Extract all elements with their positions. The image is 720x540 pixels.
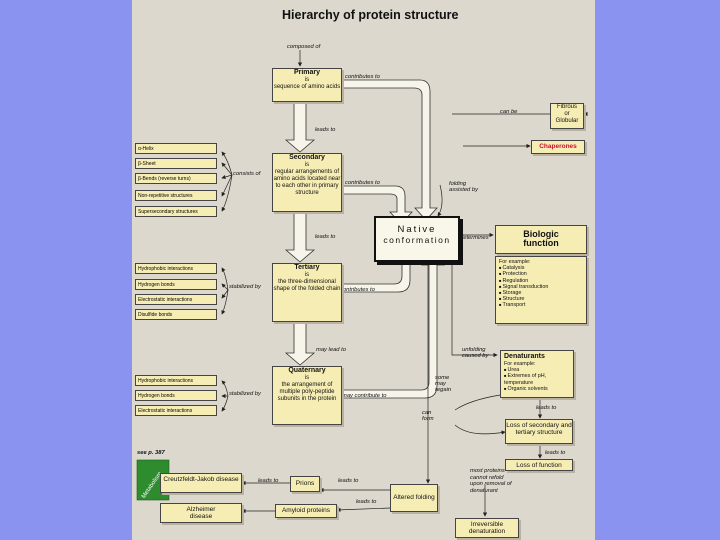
contributes-to-label: contributes to — [340, 287, 375, 293]
amyloid-box: Amyloid proteins — [275, 504, 337, 518]
secondary-side-item: β-Bends (reverse turns) — [135, 173, 217, 184]
primary-title: Primary — [293, 69, 321, 76]
example-item: Catalysis — [499, 265, 583, 271]
biologic-examples-box: For example: Catalysis Protection Regula… — [495, 256, 587, 324]
quaternary-is: is — [304, 375, 310, 382]
secondary-is: is — [304, 162, 310, 169]
primary-is: is — [304, 77, 310, 84]
fibrous-line1: Fibrous — [556, 104, 577, 110]
leads-to-label: leads to — [545, 450, 566, 456]
folding-assisted-by-label: folding assisted by — [449, 181, 478, 193]
loss-function-box: Loss of function — [505, 459, 573, 471]
may-contribute-to-label: may contribute to — [342, 393, 387, 399]
primary-desc: sequence of amino acids — [273, 83, 341, 90]
contributes-to-label: contributes to — [345, 74, 380, 80]
can-form-label: can form — [422, 410, 434, 422]
page-title: Hierarchy of protein structure — [282, 8, 459, 22]
secondary-desc: regular arrangements of amino acids loca… — [273, 168, 341, 196]
tertiary-box: Tertiary is the three-dimensional shape … — [272, 263, 342, 322]
determines-label: determines — [460, 235, 489, 241]
secondary-side-item: α-Helix — [135, 143, 217, 154]
secondary-side-item: β-Sheet — [135, 158, 217, 169]
altered-folding-box: Altered folding — [390, 484, 438, 512]
contributes-to-label: contributes to — [345, 180, 380, 186]
tertiary-side-item: Hydrophobic interactions — [135, 263, 217, 274]
example-item: Structure — [499, 296, 583, 302]
tertiary-side-item: Hydrogen bonds — [135, 279, 217, 290]
secondary-side-item: Non-repetitive structures — [135, 190, 217, 201]
alzheimer-box: Alzheimer disease — [160, 503, 242, 523]
example-item: Signal transduction — [499, 284, 583, 290]
see-page-label: see p. 387 — [137, 450, 165, 456]
composed-of-label: composed of — [287, 44, 321, 50]
quaternary-title: Quaternary — [288, 367, 326, 374]
tertiary-side-item: Disulfide bonds — [135, 309, 217, 320]
example-item: Storage — [499, 290, 583, 296]
native-line1: Native — [397, 224, 437, 235]
denaturants-box: Denaturants For example: Urea Extremes o… — [500, 350, 574, 398]
chaperones-box: Chaperones — [531, 140, 585, 154]
tertiary-title: Tertiary — [294, 264, 320, 271]
quaternary-desc: the arrangement of multiple poly-peptide… — [277, 381, 337, 402]
denaturant-item: Extremes of pH, temperature — [504, 373, 570, 385]
leads-to-label: leads to — [356, 499, 377, 505]
denaturant-item: Organic solvents — [504, 386, 570, 392]
some-may-regain-label: some may regain — [435, 375, 452, 393]
leads-to-label: leads to — [315, 234, 336, 240]
can-be-label: can be — [500, 109, 518, 115]
may-lead-to-label: may lead to — [316, 347, 346, 353]
quaternary-box: Quaternary is the arrangement of multipl… — [272, 366, 342, 425]
unfolding-caused-by-label: unfolding caused by — [462, 347, 489, 359]
prions-box: Prions — [290, 476, 320, 492]
leads-to-label: leads to — [315, 127, 336, 133]
irreversible-box: Irreversible denaturation — [455, 518, 519, 538]
leads-to-label: leads to — [258, 478, 279, 484]
biologic-function-box: Biologic function — [495, 225, 587, 254]
native-conformation-box: Native conformation — [374, 216, 460, 262]
tertiary-desc: the three-dimensional shape of the folde… — [273, 278, 341, 292]
leads-to-label: leads to — [338, 478, 359, 484]
biologic-title: Biologic function — [523, 229, 559, 249]
quaternary-side-item: Electrostatic interactions — [135, 405, 217, 416]
fibrous-globular-box: Fibrous or Globular — [550, 103, 584, 129]
stabilized-by-label: stabilized by — [229, 391, 261, 397]
example-item: Transport — [499, 302, 583, 308]
consists-of-label: consists of — [233, 171, 261, 177]
biologic-for-example: For example: — [499, 259, 531, 265]
denaturants-title: Denaturants — [504, 353, 545, 360]
most-proteins-label: most proteins cannot refold upon removal… — [470, 468, 512, 494]
tertiary-side-item: Electrostatic interactions — [135, 294, 217, 305]
fibrous-line3: Globular — [555, 117, 579, 124]
denaturants-for-example: For example: — [504, 361, 536, 368]
quaternary-side-item: Hydrogen bonds — [135, 390, 217, 401]
secondary-side-item: Supersecondary structures — [135, 206, 217, 217]
quaternary-side-item: Hydrophobic interactions — [135, 375, 217, 386]
creutzfeldt-box: Creutzfeldt-Jakob disease — [160, 473, 242, 493]
stabilized-by-label: stabilized by — [229, 284, 261, 290]
tertiary-is: is — [304, 272, 310, 279]
fibrous-line2: or — [564, 110, 570, 117]
secondary-box: Secondary is regular arrangements of ami… — [272, 153, 342, 212]
example-item: Protection — [499, 271, 583, 277]
native-line2: conformation — [383, 234, 451, 245]
example-item: Regulation — [499, 278, 583, 284]
denaturant-item: Urea — [504, 367, 570, 373]
primary-box: Primary is sequence of amino acids — [272, 68, 342, 102]
leads-to-label: leads to — [536, 405, 557, 411]
loss-structure-box: Loss of secondary and tertiary structure — [505, 419, 573, 444]
secondary-title: Secondary — [289, 154, 325, 161]
